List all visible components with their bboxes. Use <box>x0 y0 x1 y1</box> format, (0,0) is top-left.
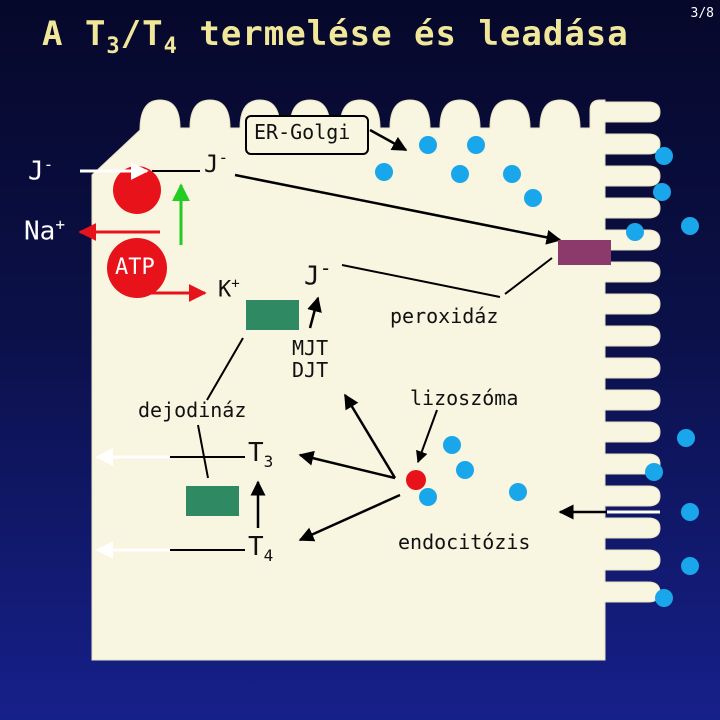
iodide-inside-label: J- <box>204 148 229 178</box>
colloid-droplet <box>509 483 527 501</box>
peroxidase-enzyme <box>558 240 611 265</box>
atpase-pump <box>107 238 167 298</box>
lysosome-label: lizoszóma <box>410 386 519 410</box>
iodide-center-label: J- <box>304 256 332 292</box>
endocytosis-label: endocitózis <box>398 530 531 554</box>
colloid-droplet <box>681 503 699 521</box>
colloid-droplet <box>451 165 469 183</box>
potassium-label: K+ <box>218 276 240 303</box>
to-mjt-arrow <box>343 393 397 479</box>
mjt-label: MJT <box>292 336 329 360</box>
lysosome <box>406 470 426 490</box>
deiodinase-link-lower <box>197 424 209 479</box>
outer-colloid-droplets <box>626 147 699 607</box>
sodium-label: Na+ <box>24 215 65 247</box>
t4-label: T4 <box>248 532 274 566</box>
colloid-droplet <box>375 163 393 181</box>
colloid-droplet <box>653 183 671 201</box>
colloid-droplet <box>443 436 461 454</box>
lysosome-arrow <box>416 409 438 464</box>
colloid-droplet <box>645 463 663 481</box>
colloid-droplet <box>655 147 673 165</box>
colloid-droplet <box>467 136 485 154</box>
colloid-droplet <box>626 223 644 241</box>
page-number: 3/8 <box>690 6 714 21</box>
iodide-outside-label: J- <box>28 155 54 187</box>
er-golgi-secretion-arrow <box>369 128 408 152</box>
deiodinase-link <box>206 337 244 401</box>
peroxidase-to-iodide-arrow <box>341 264 501 298</box>
colloid-droplets <box>375 136 542 506</box>
colloid-droplet <box>681 557 699 575</box>
colloid-droplet <box>655 589 673 607</box>
nis-transporter <box>113 166 161 214</box>
colloid-droplet <box>677 429 695 447</box>
mjt-djt-to-iodide-arrow <box>307 296 322 329</box>
colloid-droplet <box>681 217 699 235</box>
lower-enzyme <box>186 486 239 516</box>
to-t3-arrow <box>298 450 396 480</box>
atp-label: ATP <box>115 255 155 280</box>
colloid-droplet <box>419 488 437 506</box>
colloid-droplet <box>419 136 437 154</box>
slide-title: A T3/T4 termelése és leadása <box>42 14 629 59</box>
er-golgi-box <box>245 115 369 155</box>
djt-label: DJT <box>292 358 329 382</box>
deiodinase-label: dejodináz <box>138 398 247 422</box>
iodide-to-peroxidase-arrow <box>234 173 562 245</box>
colloid-droplet <box>524 189 542 207</box>
to-t4-arrow <box>298 493 401 542</box>
colloid-droplet <box>503 165 521 183</box>
colloid-droplet <box>456 461 474 479</box>
thyrocyte-cell <box>91 99 661 661</box>
er-golgi-label: ER-Golgi <box>254 120 351 144</box>
peroxidase-return-arrow <box>504 257 553 295</box>
deiodinase-enzyme <box>246 300 299 330</box>
peroxidase-label: peroxidáz <box>390 304 499 328</box>
t3-label: T3 <box>248 438 274 472</box>
